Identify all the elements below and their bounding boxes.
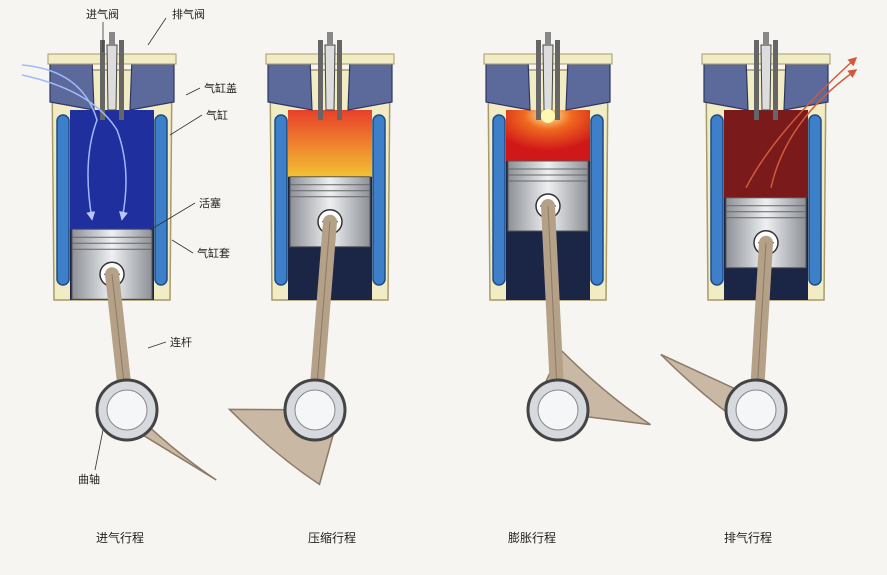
intake-valve-stem [536, 40, 541, 120]
intake-valve-stem [100, 40, 105, 120]
water-jacket-left [56, 114, 70, 286]
svg-text:曲轴: 曲轴 [78, 472, 100, 486]
label-exhaust-valve: 排气阀 [147, 7, 205, 46]
spark-plug [324, 44, 336, 111]
caption-expansion-stroke: 膨胀行程 [508, 530, 556, 545]
svg-text:气缸: 气缸 [206, 108, 228, 122]
cylinder-head-right [129, 57, 175, 111]
big-end-bearing [106, 389, 148, 431]
label-water-jacket: 气缸套 [171, 239, 230, 260]
big-end-bearing [735, 389, 777, 431]
cylinder-head-left [267, 57, 313, 111]
spark-plug [106, 44, 118, 111]
intake-valve-stem [318, 40, 323, 120]
combustion-chamber [724, 110, 808, 198]
spark-plug [760, 44, 772, 111]
connecting-rod-edge [547, 205, 559, 411]
svg-text:气缸盖: 气缸盖 [204, 81, 237, 95]
water-jacket-right [808, 114, 822, 286]
exhaust-flow-arrow [770, 69, 858, 188]
exhaust-valve-stem [555, 40, 560, 120]
label-cylinder-head: 气缸盖 [185, 81, 237, 96]
engine-combustion [483, 32, 651, 442]
caption-exhaust-stroke: 排气行程 [724, 530, 772, 545]
cylinder-head-right [783, 57, 829, 111]
cylinder-head-left [49, 57, 95, 111]
water-jacket-left [710, 114, 724, 286]
label-crankshaft: 曲轴 [78, 429, 104, 486]
cylinder-head-right [565, 57, 611, 111]
caption-compression-stroke: 压缩行程 [308, 530, 356, 545]
exhaust-valve-stem [337, 40, 342, 120]
svg-text:活塞: 活塞 [199, 196, 221, 210]
water-jacket-right [590, 114, 604, 286]
exhaust-valve-stem [119, 40, 124, 120]
cylinder-head-left [485, 57, 531, 111]
engine-compression [227, 32, 395, 486]
cylinder-head-left [703, 57, 749, 111]
engine-exhaust [660, 32, 858, 442]
water-jacket-right [372, 114, 386, 286]
label-connecting-rod: 连杆 [147, 335, 192, 349]
intake-flow-arrow [21, 74, 128, 221]
caption-intake-stroke: 进气行程 [96, 530, 144, 545]
label-cylinder: 气缸 [169, 108, 228, 136]
label-intake-valve: 进气阀 [86, 7, 119, 52]
big-end-bearing [294, 389, 336, 431]
combustion-chamber [288, 110, 372, 177]
spark-plug-terminal [327, 32, 333, 46]
svg-text:进气阀: 进气阀 [86, 7, 119, 21]
engine-intake [21, 32, 217, 481]
cylinder-head-right [347, 57, 393, 111]
exhaust-flow-arrow [745, 56, 858, 189]
svg-text:排气阀: 排气阀 [172, 7, 205, 21]
spark-flash [541, 109, 555, 123]
svg-text:连杆: 连杆 [170, 335, 192, 349]
water-jacket-left [492, 114, 506, 286]
label-piston: 活塞 [149, 196, 221, 231]
exhaust-valve-stem [773, 40, 778, 120]
combustion-chamber [70, 110, 154, 230]
water-jacket-left [274, 114, 288, 286]
intake-flow-arrow [21, 64, 98, 221]
intake-valve-stem [754, 40, 759, 120]
spark-plug-terminal [545, 32, 551, 46]
svg-text:气缸套: 气缸套 [197, 246, 230, 260]
big-end-bearing [537, 389, 579, 431]
water-jacket-right [154, 114, 168, 286]
spark-plug [542, 44, 554, 111]
spark-plug-terminal [763, 32, 769, 46]
spark-plug-terminal [109, 32, 115, 46]
